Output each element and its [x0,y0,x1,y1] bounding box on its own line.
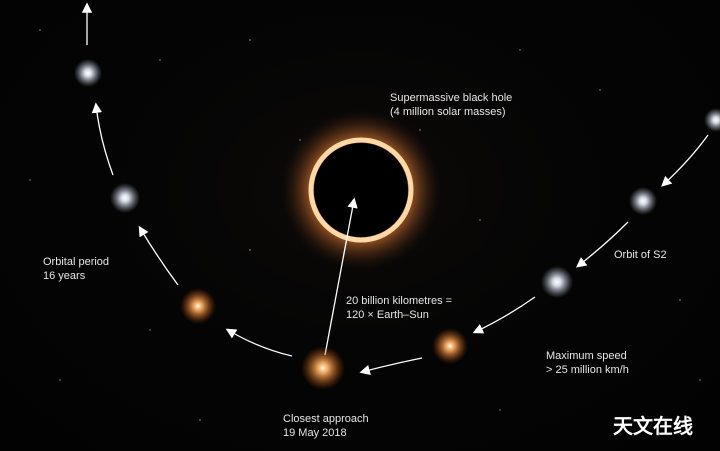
black-hole [281,110,441,270]
star [74,59,102,87]
star [110,183,140,213]
black-hole-title: Supermassive black hole [390,92,513,104]
star [704,108,720,132]
orbital-period-label: Orbital period 16 years [43,255,109,283]
s2-star-positions [74,59,720,390]
star [301,346,345,390]
orbit-name-label: Orbit of S2 [614,249,667,261]
closest-approach-label: Closest approach 19 May 2018 [283,412,369,440]
distance-line2: 120 × Earth–Sun [346,309,429,321]
black-hole-label: Supermassive black hole (4 million solar… [390,91,512,119]
watermark: 天文在线 [613,416,693,438]
star [541,266,573,298]
max-speed-label: Maximum speed > 25 million km/h [546,349,629,377]
orbital-period-value: 16 years [43,270,86,282]
distance-line1: 20 billion kilometres = [346,295,453,307]
orbit-arrows [81,2,709,376]
star [629,187,657,215]
black-hole-mass: (4 million solar masses) [390,106,506,118]
max-speed-value: > 25 million km/h [546,364,629,376]
closest-approach-title: Closest approach [283,413,369,425]
orbital-period-title: Orbital period [43,256,110,268]
max-speed-title: Maximum speed [546,350,627,362]
closest-approach-date: 19 May 2018 [283,427,347,439]
star [180,288,216,324]
distance-label: 20 billion kilometres = 120 × Earth–Sun [346,294,452,322]
star [432,328,468,364]
